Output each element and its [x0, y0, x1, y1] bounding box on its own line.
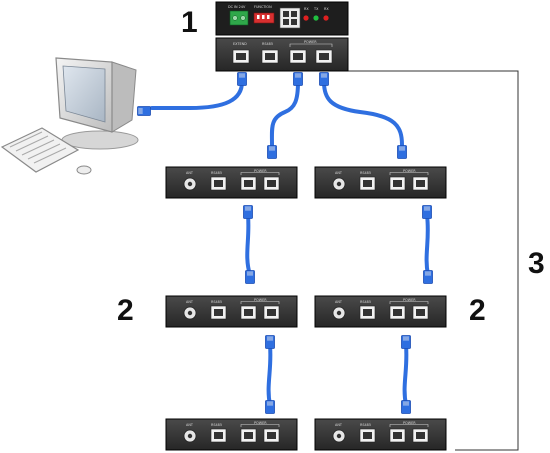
rj45-connector: [265, 335, 275, 349]
rx2-label: RX: [324, 7, 329, 11]
rs485-label: RS485: [360, 171, 371, 175]
power-label: POWER: [304, 40, 317, 44]
mouse: [76, 165, 92, 175]
computer: [0, 57, 139, 175]
status-led-red-2: [323, 15, 329, 21]
monitor-base: [61, 130, 139, 150]
ant-label: ANT: [335, 300, 343, 304]
cables: [150, 80, 430, 407]
power-label: POWER: [403, 421, 416, 425]
ant-label: ANT: [186, 300, 194, 304]
slave-unit: ANT RS485 POWER: [165, 166, 298, 199]
rs485-label: RS485: [360, 423, 371, 427]
rj45-connector: [245, 270, 255, 284]
rj45-connector: [237, 72, 247, 86]
rj45-connector-pc: [137, 106, 151, 116]
master-unit: DC IN 24V FUNCTION RX TX RX EXTEND RS485…: [215, 1, 349, 72]
rs485-label: RS485: [211, 423, 222, 427]
keyboard: [0, 127, 80, 173]
power-label: POWER: [254, 421, 267, 425]
power-label: POWER: [403, 169, 416, 173]
ant-label: ANT: [186, 171, 194, 175]
cable-right-2-3: [402, 343, 409, 407]
rj45-connector: [397, 145, 407, 159]
ant-label: ANT: [335, 423, 343, 427]
terminal-block: [229, 10, 249, 26]
rj45-connector: [401, 335, 411, 349]
rx-label: RX: [304, 7, 309, 11]
power-label: POWER: [254, 169, 267, 173]
rj45-connector: [293, 72, 303, 86]
connectors: [137, 72, 433, 414]
rj45-connector: [422, 205, 432, 219]
cable-right-1-2: [424, 213, 430, 277]
rs485-label: RS485: [262, 42, 273, 46]
callout-slave-units-right: 2: [469, 294, 486, 327]
power-label: POWER: [403, 298, 416, 302]
rs485-label: RS485: [211, 300, 222, 304]
keyboard-keys: [9, 131, 67, 164]
rs485-label: RS485: [211, 171, 222, 175]
monitor-screen: [62, 65, 106, 123]
cable-left-2-3: [266, 343, 273, 407]
slave-unit: ANT RS485 POWER: [165, 418, 298, 451]
rj45-connector: [243, 205, 253, 219]
chain-bracket: [340, 70, 519, 451]
ant-label: ANT: [186, 423, 194, 427]
ant-label: ANT: [335, 171, 343, 175]
status-led-green: [313, 15, 319, 21]
extend-label: EXTEND: [233, 42, 247, 46]
rj45-connector: [319, 72, 329, 86]
tx-label: TX: [313, 7, 319, 11]
cable-master-to-slave-left: [269, 80, 300, 147]
rj45-connector: [401, 400, 411, 414]
slave-units: ANT RS485 POWER ANT RS485 POWER: [165, 166, 447, 451]
status-led-red: [303, 15, 309, 21]
cable-left-1-2: [245, 213, 252, 277]
callout-master-unit: 1: [181, 6, 198, 39]
rj45-connector: [265, 400, 275, 414]
dc-in-label: DC IN 24V: [228, 5, 246, 9]
slave-unit: ANT RS485 POWER: [314, 166, 447, 199]
cable-master-to-pc: [150, 80, 244, 110]
rj45-connector: [267, 145, 277, 159]
callout-slave-units-left: 2: [117, 294, 134, 327]
monitor-back: [111, 61, 137, 133]
cable-master-to-slave-right: [322, 80, 404, 147]
rs485-label: RS485: [360, 300, 371, 304]
power-label: POWER: [254, 298, 267, 302]
slave-unit: ANT RS485 POWER: [165, 295, 298, 328]
callout-chain-length: 3: [528, 247, 545, 281]
rj45-connector: [423, 270, 433, 284]
function-label: FUNCTION: [254, 5, 272, 9]
slave-unit: ANT RS485 POWER: [314, 418, 447, 451]
slave-unit: ANT RS485 POWER: [314, 295, 447, 328]
